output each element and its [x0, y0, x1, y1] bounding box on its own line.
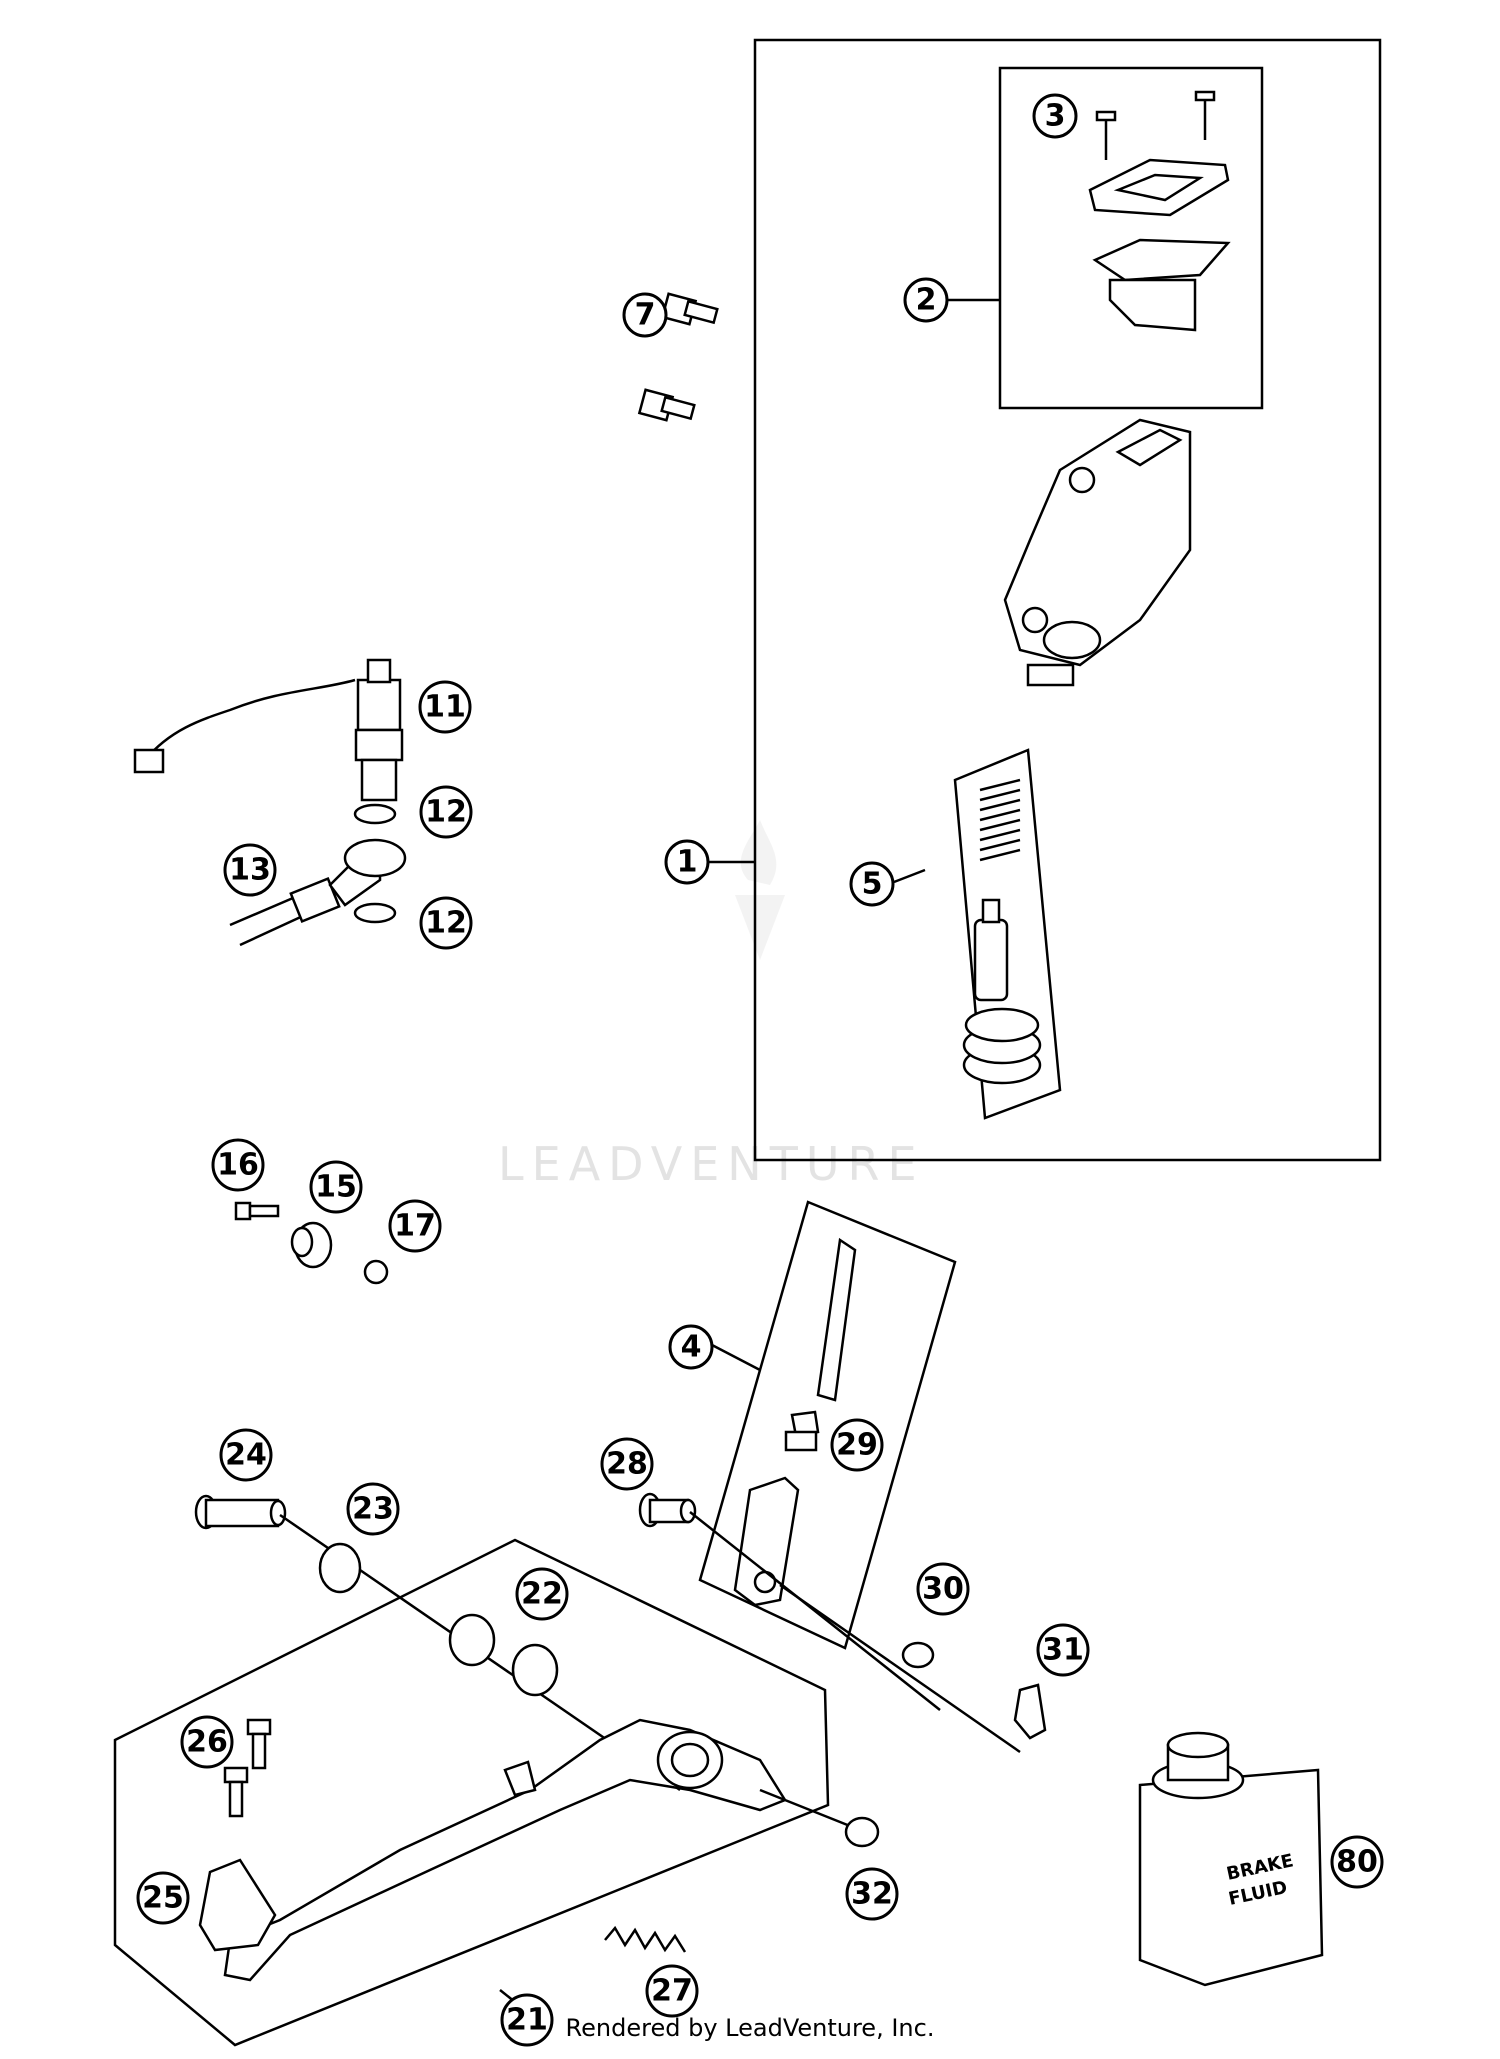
- callout-16: 16: [211, 1138, 265, 1192]
- brake-hose-part-13: [229, 838, 407, 947]
- svg-text:2: 2: [916, 283, 937, 318]
- callout-15: 15: [309, 1160, 363, 1214]
- watermark-text: LEADVENTURE: [498, 1137, 925, 1191]
- svg-text:3: 3: [1045, 99, 1066, 134]
- svg-text:5: 5: [862, 867, 883, 902]
- callout-31: 31: [1036, 1623, 1090, 1677]
- axis-line-32: [759, 1788, 861, 1832]
- callout-7: 7: [622, 292, 668, 338]
- callout-21: 21: [500, 1993, 554, 2047]
- screws-part-26: [223, 1718, 272, 1818]
- bolts-part-7: [637, 292, 719, 422]
- svg-text:16: 16: [217, 1148, 259, 1183]
- watermark-logo: [735, 820, 785, 960]
- callout-1: 1: [664, 839, 710, 885]
- svg-text:28: 28: [606, 1447, 648, 1482]
- callout-22: 22: [515, 1567, 569, 1621]
- footer-credit: Rendered by LeadVenture, Inc.: [565, 2014, 935, 2042]
- pin-part-28: [638, 1492, 697, 1528]
- svg-text:1: 1: [677, 845, 698, 880]
- foot-step-part-25: [198, 1858, 277, 1952]
- svg-text:7: 7: [635, 298, 656, 333]
- nut-part-29: [784, 1430, 818, 1452]
- callout-11: 11: [418, 680, 472, 734]
- axis-line-28: [689, 1511, 941, 1711]
- piston-kit-part-5: [953, 748, 1062, 1120]
- callout-25: 25: [136, 1871, 190, 1925]
- svg-text:12: 12: [425, 795, 467, 830]
- brake-light-switch-part-11: [133, 658, 404, 802]
- assembly-box-4: [698, 1200, 957, 1650]
- screws-part-3: [1095, 90, 1216, 160]
- callout-27: 27: [645, 1964, 699, 2018]
- svg-text:80: 80: [1336, 1845, 1378, 1880]
- svg-text:21: 21: [506, 2003, 548, 2038]
- brake-fluid-can-part-80: BRAKE FLUID: [1138, 1731, 1324, 1987]
- o-ring-part-12-upper: [353, 803, 397, 825]
- svg-text:22: 22: [521, 1577, 563, 1612]
- cotter-pin-part-31: [1013, 1683, 1047, 1740]
- callout-2: 2: [903, 277, 949, 323]
- reservoir-cap-part-2: [1088, 158, 1231, 332]
- callout-23: 23: [346, 1482, 400, 1536]
- o-ring-part-12-lower: [353, 902, 397, 924]
- svg-text:25: 25: [142, 1881, 184, 1916]
- pivot-bolt-part-24: [194, 1494, 287, 1530]
- callout-13: 13: [223, 843, 277, 897]
- svg-text:23: 23: [352, 1492, 394, 1527]
- nut-part-17: [363, 1259, 389, 1285]
- callout-3: 3: [1032, 93, 1078, 139]
- callout-29: 29: [830, 1418, 884, 1472]
- master-cylinder-body: [1003, 418, 1192, 687]
- svg-text:12: 12: [425, 906, 467, 941]
- svg-text:30: 30: [922, 1572, 964, 1607]
- callout-12-upper: 12: [419, 785, 473, 839]
- screw-part-16: [234, 1201, 280, 1221]
- callout-5: 5: [849, 861, 895, 907]
- svg-text:27: 27: [651, 1974, 693, 2009]
- svg-text:24: 24: [225, 1438, 267, 1473]
- callout-32: 32: [845, 1867, 899, 1921]
- callout-24: 24: [219, 1428, 273, 1482]
- bushing-part-15: [290, 1221, 333, 1269]
- axis-line-30: [779, 1583, 1021, 1754]
- assembly-box-21: [113, 1538, 830, 2047]
- washer-part-23: [318, 1542, 362, 1594]
- push-rod-part-4: [733, 1237, 857, 1607]
- bushing-part-22-b: [511, 1643, 559, 1697]
- brake-pedal-part-21: [223, 1718, 787, 1982]
- svg-text:29: 29: [836, 1428, 878, 1463]
- svg-text:15: 15: [315, 1170, 357, 1205]
- assembly-box-2: [998, 66, 1264, 410]
- assembly-box-1: [753, 38, 1382, 1162]
- callout-26: 26: [180, 1715, 234, 1769]
- callout-30: 30: [916, 1562, 970, 1616]
- svg-text:13: 13: [229, 853, 271, 888]
- callout-12-lower: 12: [419, 896, 473, 950]
- spring-part-27: [604, 1925, 687, 1953]
- svg-text:26: 26: [186, 1725, 228, 1760]
- callout-4: 4: [668, 1324, 714, 1370]
- callout-80: 80: [1330, 1835, 1384, 1889]
- bushing-part-22-a: [448, 1613, 496, 1667]
- callout-28: 28: [600, 1437, 654, 1491]
- nut-part-32: [844, 1816, 880, 1848]
- svg-text:4: 4: [681, 1330, 702, 1365]
- callout-17: 17: [388, 1199, 442, 1253]
- svg-text:11: 11: [424, 690, 466, 725]
- svg-text:17: 17: [394, 1209, 436, 1244]
- svg-text:32: 32: [851, 1877, 893, 1912]
- svg-text:31: 31: [1042, 1633, 1084, 1668]
- washer-part-30: [901, 1641, 935, 1669]
